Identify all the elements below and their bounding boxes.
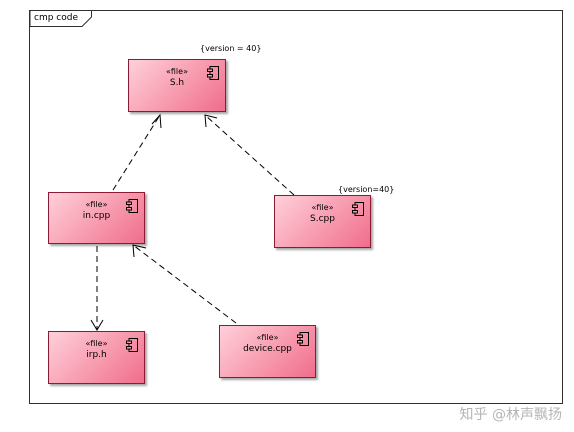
- component-name: S.cpp: [310, 214, 335, 224]
- component-icon: [126, 338, 138, 352]
- arrowhead-incpp: [132, 244, 147, 258]
- component-sh[interactable]: «file» S.h: [128, 59, 226, 112]
- constraint-scpp: {version=40}: [338, 185, 395, 194]
- component-irph[interactable]: «file» irp.h: [48, 331, 145, 384]
- frame-tab-shape: [30, 11, 92, 27]
- component-name: device.cpp: [243, 344, 292, 354]
- edge-incpp-to-sh[interactable]: [112, 114, 161, 191]
- component-incpp[interactable]: «file» in.cpp: [48, 192, 145, 244]
- constraint-sh: {version = 40}: [200, 44, 262, 53]
- component-icon: [126, 199, 138, 213]
- edge-scpp-to-sh[interactable]: [204, 114, 295, 196]
- component-stereotype: «file»: [166, 67, 188, 76]
- component-name: irp.h: [86, 350, 107, 360]
- component-scpp[interactable]: «file» S.cpp: [274, 195, 371, 248]
- arrowhead-sh-right: [204, 114, 218, 128]
- component-name: in.cpp: [82, 211, 111, 221]
- arrowhead-irph: [90, 319, 104, 331]
- component-stereotype: «file»: [85, 200, 108, 209]
- component-stereotype: «file»: [311, 203, 334, 212]
- arrowhead-sh-left: [151, 113, 162, 129]
- component-icon: [207, 66, 219, 80]
- edge-devicecpp-to-incpp[interactable]: [132, 244, 237, 324]
- component-stereotype: «file»: [256, 333, 279, 342]
- frame-label: cmp code: [34, 13, 78, 23]
- component-icon: [297, 332, 309, 346]
- component-name: S.h: [169, 78, 185, 88]
- watermark: 知乎 @林声飘扬: [459, 407, 562, 423]
- frame-tab: cmp code: [30, 11, 92, 27]
- component-stereotype: «file»: [85, 339, 108, 348]
- component-icon: [352, 202, 364, 216]
- component-devicecpp[interactable]: «file» device.cpp: [219, 325, 316, 378]
